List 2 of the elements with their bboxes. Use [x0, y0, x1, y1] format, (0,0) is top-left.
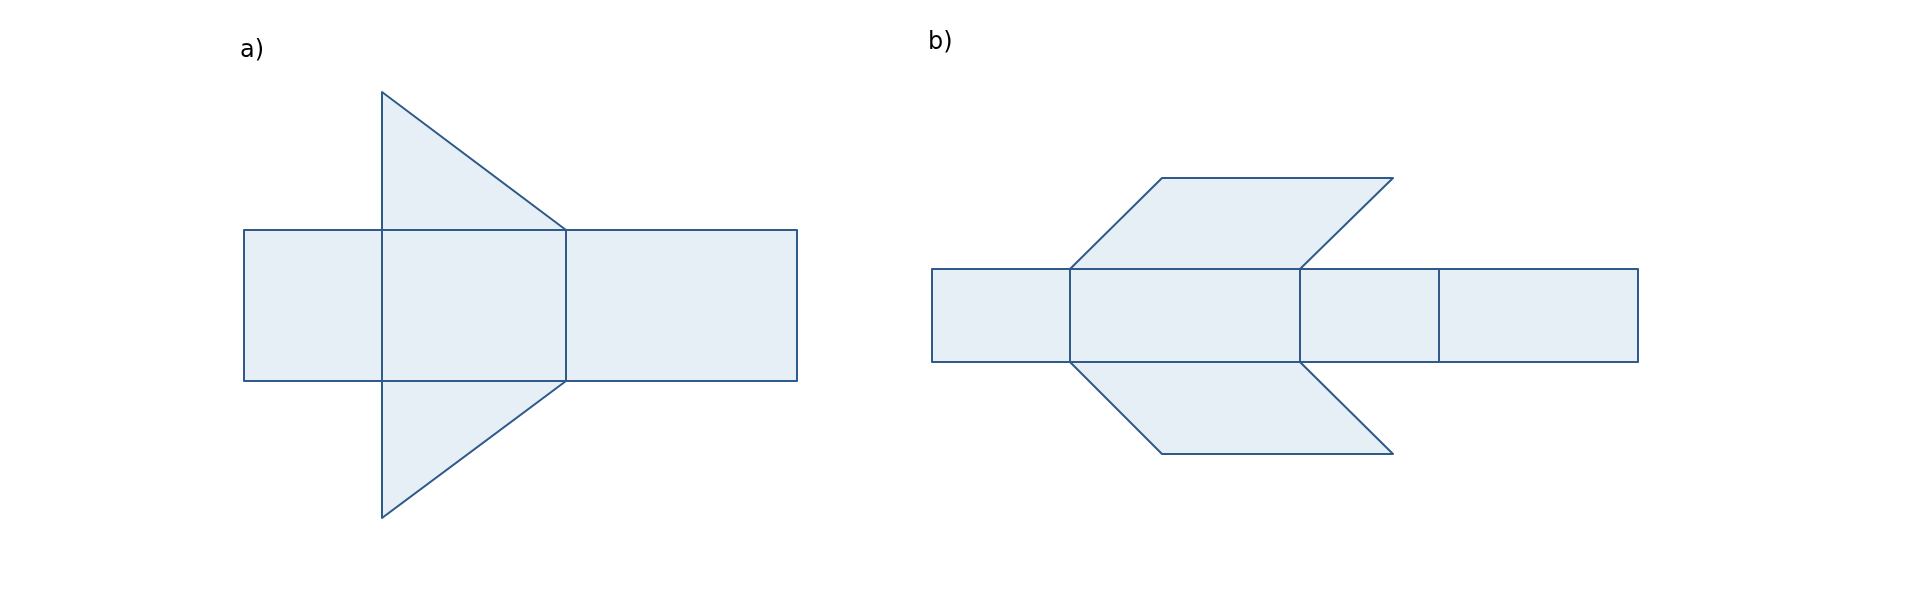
panel-label: b) — [928, 29, 953, 53]
panel-label: a) — [240, 37, 265, 61]
